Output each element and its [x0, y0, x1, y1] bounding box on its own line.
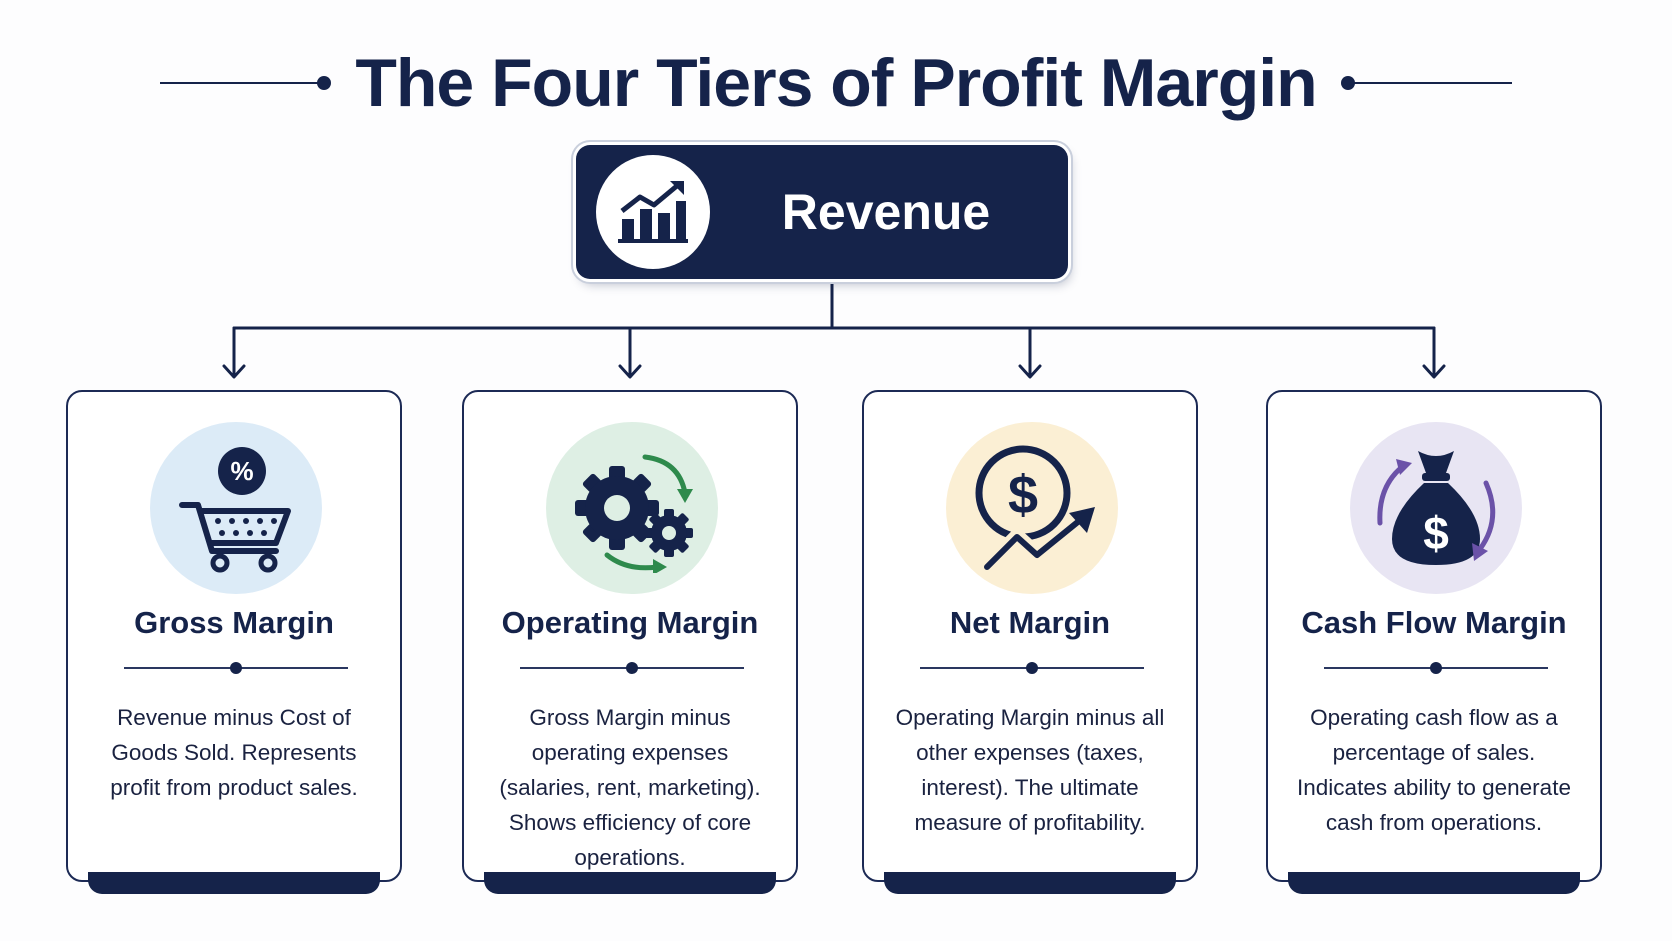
tier-title: Cash Flow Margin: [1301, 605, 1567, 640]
revenue-node: Revenue: [576, 145, 1068, 279]
tier-title: Operating Margin: [501, 605, 759, 640]
title-rule-right: [1340, 76, 1512, 90]
tier-card-gross-margin: % Gross Margin Revenue minus Cost of Goo…: [66, 390, 402, 894]
tier-card-operating-margin: Operating Margin Gross Margin minus oper…: [462, 390, 798, 894]
bar-chart-growth-icon: [618, 181, 688, 243]
title-row: The Four Tiers of Profit Margin: [0, 38, 1672, 128]
tier-divider: [124, 662, 348, 674]
svg-text:$: $: [1423, 507, 1449, 559]
shopping-cart-percent-icon: %: [179, 447, 291, 573]
tier-divider: [1324, 662, 1548, 674]
tier-title: Net Margin: [949, 605, 1111, 640]
page-title: The Four Tiers of Profit Margin: [355, 45, 1317, 121]
card-base: [884, 872, 1176, 894]
money-bag-cycle-icon: $: [1377, 451, 1496, 565]
dollar-coin-trend-icon: $: [975, 445, 1095, 573]
svg-text:$: $: [1008, 465, 1038, 525]
tier-card-cash-flow-margin: $ Cash Flow Margin Operating cash flow a…: [1266, 390, 1602, 894]
tier-description: Gross Margin minus operating expenses (s…: [499, 705, 761, 870]
tier-icon-badge: [546, 422, 718, 594]
revenue-icon-badge: [596, 155, 710, 269]
tier-description: Revenue minus Cost of Goods Sold. Repres…: [110, 705, 358, 800]
card-base: [1288, 872, 1580, 894]
tier-divider: [520, 662, 744, 674]
tier-divider: [920, 662, 1144, 674]
title-rule-left: [160, 76, 332, 90]
tier-description: Operating cash flow as a percentage of s…: [1297, 705, 1571, 835]
revenue-label: Revenue: [781, 184, 991, 240]
tier-description: Operating Margin minus all other expense…: [895, 705, 1165, 835]
tier-icon-badge: %: [150, 422, 322, 594]
svg-text:%: %: [230, 456, 253, 486]
tier-icon-badge: $: [1350, 422, 1522, 594]
tier-title: Gross Margin: [134, 605, 334, 640]
tier-card-net-margin: $ Net Margin Operating Margin minus all …: [862, 390, 1198, 894]
card-base: [484, 872, 776, 894]
gears-cycle-icon: [575, 454, 693, 573]
card-base: [88, 872, 380, 894]
tier-icon-badge: $: [946, 422, 1118, 594]
